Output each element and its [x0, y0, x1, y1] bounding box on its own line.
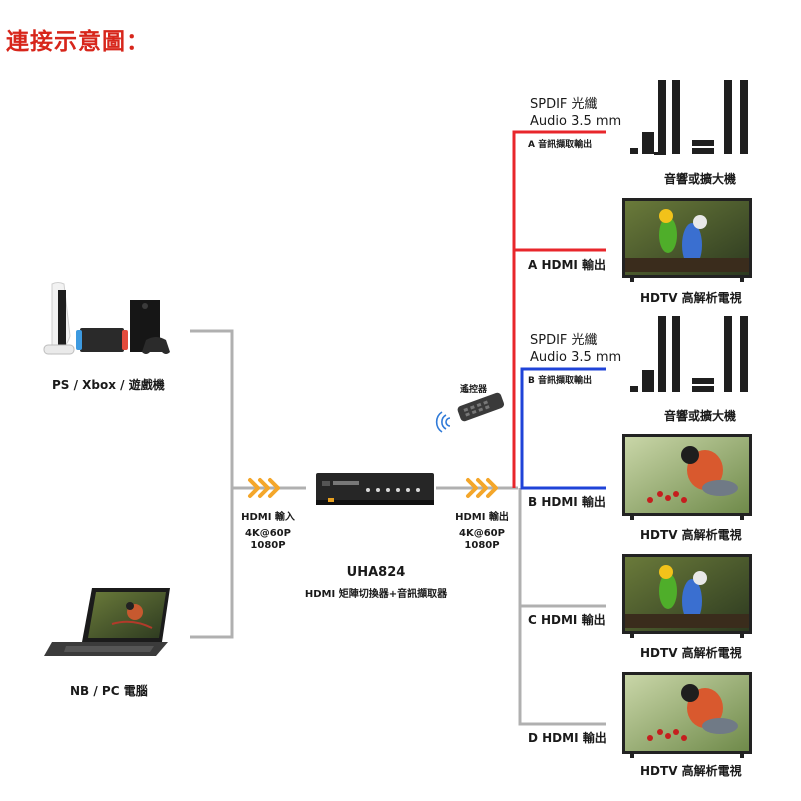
spdif-line1: SPDIF 光纖: [530, 97, 598, 112]
remote-control-icon: [457, 392, 505, 422]
spdif-label-a: SPDIF 光纖 Audio 3.5 mm: [530, 96, 621, 130]
tv-label: HDTV 高解析電視: [640, 291, 742, 305]
tv-icon: [622, 198, 752, 282]
remote-label: 遙控器: [460, 385, 488, 395]
b-output-lines: [520, 367, 606, 490]
speaker-label: 音響或擴大機: [664, 409, 737, 423]
speaker-label: 音響或擴大機: [664, 172, 737, 186]
tv-icon: [622, 434, 752, 520]
spdif-label-b: SPDIF 光纖 Audio 3.5 mm: [530, 332, 621, 366]
port-c-hdmi: C HDMI 輸出: [528, 613, 606, 627]
port-a-hdmi: A HDMI 輸出: [528, 258, 607, 272]
port-b-hdmi: B HDMI 輸出: [528, 495, 606, 509]
input-res-1080: 1080P: [250, 540, 286, 551]
a-output-lines: [512, 130, 606, 488]
page-title: 連接示意圖：: [6, 29, 150, 55]
output-res-4k: 4K@60P: [459, 528, 505, 539]
port-d-hdmi: D HDMI 輸出: [528, 731, 607, 745]
port-a-audio: A 音訊擷取輸出: [528, 140, 593, 150]
tv-icon: [622, 554, 752, 638]
input-arrows-icon: [248, 478, 280, 498]
tv-label: HDTV 高解析電視: [640, 528, 742, 542]
matrix-switch-icon: [316, 473, 434, 505]
game-consoles-icon: [43, 282, 170, 355]
output-label: HDMI 輸出 4K@60P 1080P: [450, 512, 514, 552]
input-port-label: HDMI 輸入: [241, 512, 295, 523]
tv-label: HDTV 高解析電視: [640, 646, 742, 660]
wireless-signal-icon: [435, 411, 451, 433]
tv-icon: [622, 672, 752, 758]
speaker-system-icon: [630, 316, 748, 392]
laptop-icon: [44, 588, 170, 656]
output-res-1080: 1080P: [464, 540, 500, 551]
speaker-system-icon: [630, 80, 748, 155]
device-model: UHA824: [346, 565, 406, 580]
output-arrows-icon: [466, 478, 498, 498]
spdif-line2: Audio 3.5 mm: [530, 350, 622, 365]
input-label: HDMI 輸入 4K@60P 1080P: [236, 512, 300, 552]
output-port-label: HDMI 輸出: [455, 512, 509, 523]
spdif-line1: SPDIF 光纖: [530, 333, 598, 348]
input-res-4k: 4K@60P: [245, 528, 291, 539]
console-label: PS / Xbox / 遊戲機: [52, 378, 165, 392]
device-subtitle: HDMI 矩陣切換器+音訊擷取器: [304, 589, 448, 600]
spdif-line2: Audio 3.5 mm: [530, 114, 622, 129]
laptop-label: NB / PC 電腦: [70, 684, 148, 698]
port-b-audio: B 音訊擷取輸出: [528, 376, 592, 386]
tv-label: HDTV 高解析電視: [640, 764, 742, 778]
